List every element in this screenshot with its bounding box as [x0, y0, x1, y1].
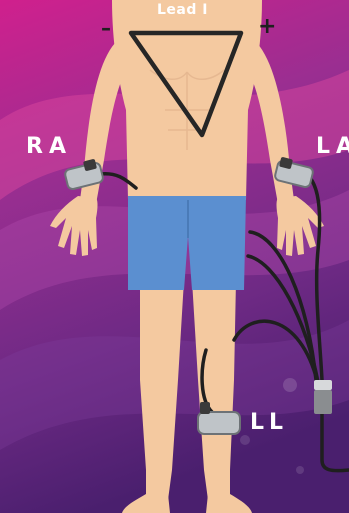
cable-connector	[314, 380, 332, 390]
left-arm-label: LA	[316, 134, 349, 159]
negative-pole-label: –	[101, 16, 113, 40]
background-dot	[240, 435, 250, 445]
ecg-electrode-clip-icon	[198, 412, 240, 434]
left-leg-label: LL	[250, 410, 288, 435]
electrode-button	[200, 402, 210, 414]
cable-connector	[314, 390, 332, 414]
positive-pole-label: +	[258, 14, 278, 39]
background-dot	[296, 466, 304, 474]
background-dot	[283, 378, 297, 392]
lead-label: Lead I	[157, 2, 208, 18]
right-arm-label: RA	[26, 134, 72, 159]
